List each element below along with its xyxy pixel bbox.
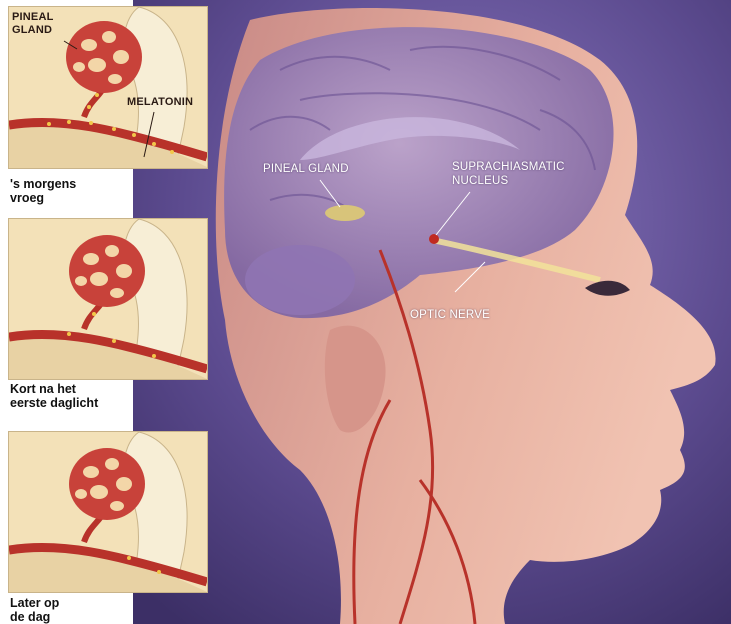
head-label-scn-line1: SUPRACHIASMATIC xyxy=(452,161,565,174)
head-label-scn-line2: NUCLEUS xyxy=(452,175,508,188)
inset-drawing xyxy=(9,219,207,379)
inset-panel-first-daylight xyxy=(8,218,208,380)
inset-label-melatonin: MELATONIN xyxy=(127,96,193,108)
inset-panel-later-day xyxy=(8,431,208,593)
inset-drawing xyxy=(9,432,207,592)
caption-line2: de dag xyxy=(10,610,130,624)
head-label-pineal-gland: PINEAL GLAND xyxy=(263,163,349,176)
caption-line1: 's morgens xyxy=(10,177,130,191)
head-label-optic-nerve: OPTIC NERVE xyxy=(410,309,490,322)
inset-label-pineal-line1: PINEAL xyxy=(12,11,54,23)
caption-early-morning: 's morgens vroeg xyxy=(10,177,130,205)
scn-dot xyxy=(429,234,439,244)
inset-label-pineal-line2: GLAND xyxy=(12,24,52,36)
caption-line1: Kort na het xyxy=(10,382,130,396)
caption-line1: Later op xyxy=(10,596,130,610)
pineal-gland-shape xyxy=(325,205,365,221)
caption-first-daylight: Kort na het eerste daglicht xyxy=(10,382,130,410)
caption-later-day: Later op de dag xyxy=(10,596,130,624)
caption-line2: eerste daglicht xyxy=(10,396,130,410)
caption-line2: vroeg xyxy=(10,191,130,205)
